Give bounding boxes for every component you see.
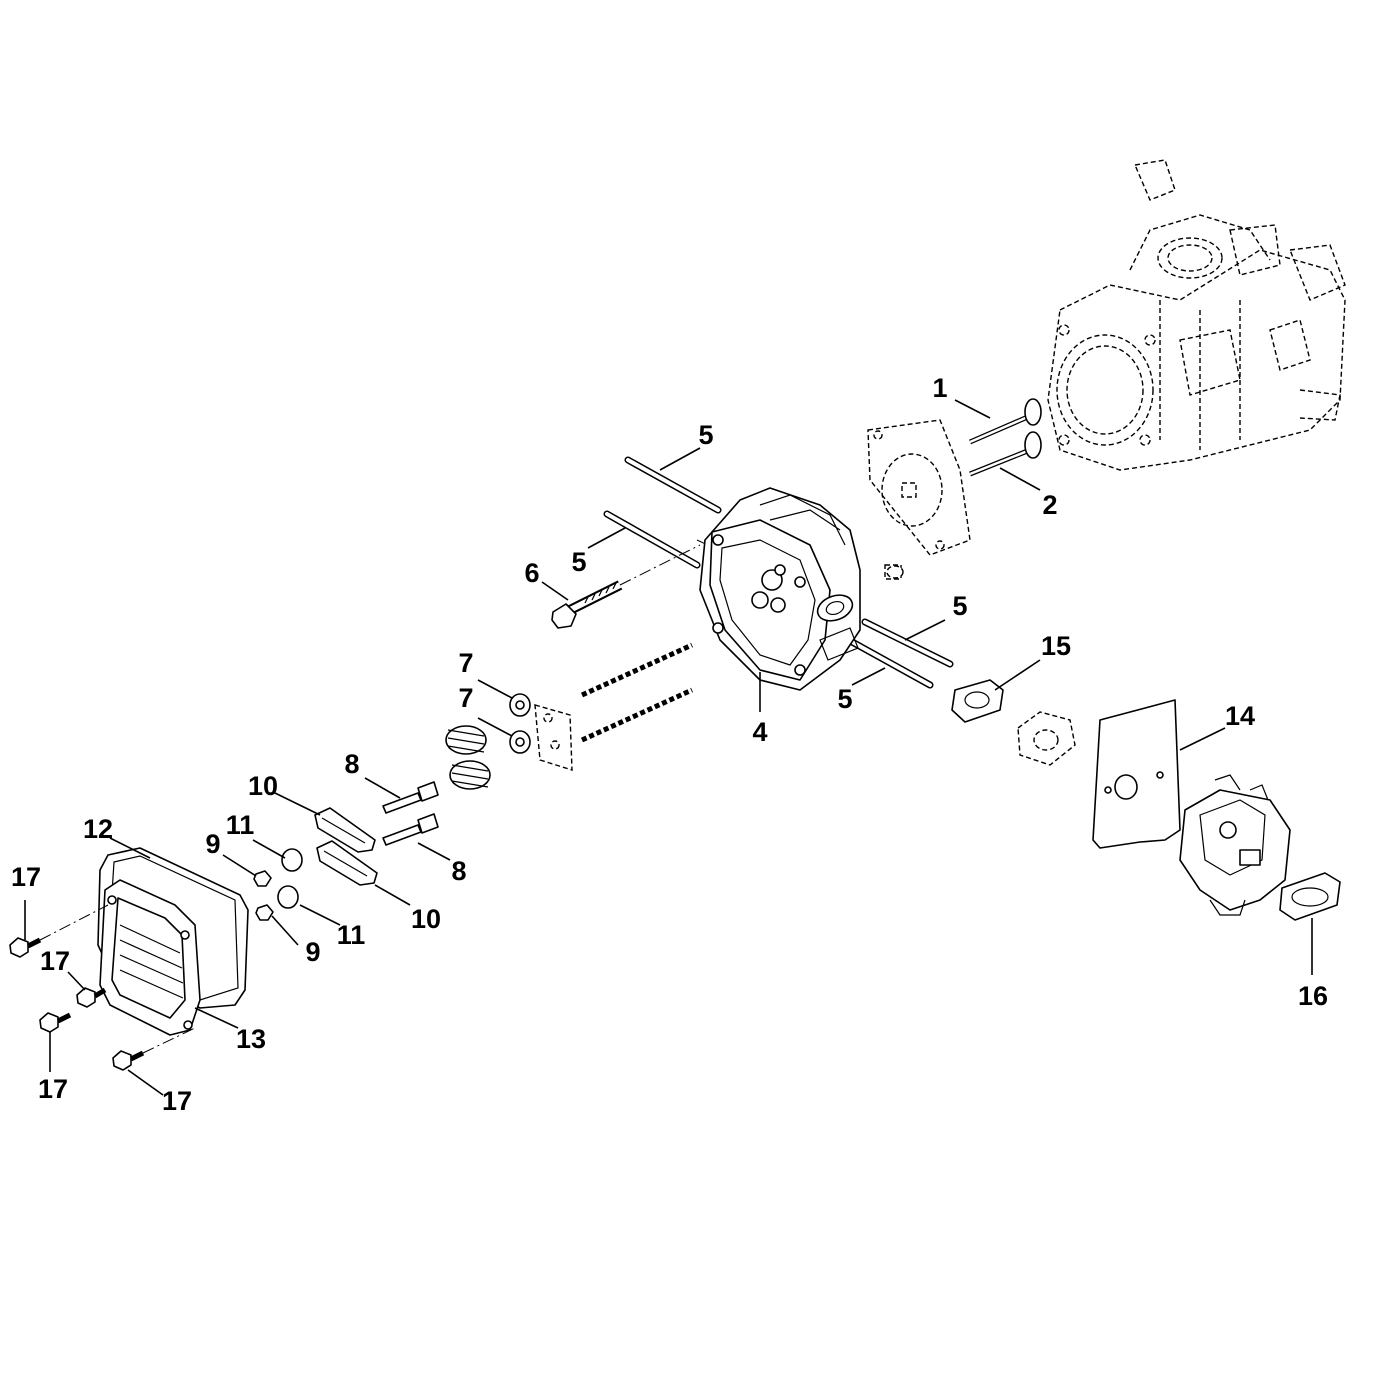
callout-5: 5 (952, 591, 967, 621)
callout-5: 5 (837, 684, 852, 714)
cover-screw (9, 937, 42, 958)
pushrod-reference (580, 642, 694, 743)
adjusting-nut (253, 870, 272, 887)
callout-7: 7 (458, 683, 473, 713)
engine-block-reference (1047, 159, 1346, 471)
cylinder-head-bolt (551, 580, 623, 629)
callout-5: 5 (571, 547, 586, 577)
callout-9: 9 (205, 829, 220, 859)
leader-lines (24, 399, 1313, 1096)
callout-8: 8 (451, 856, 466, 886)
callout-17: 17 (162, 1086, 192, 1116)
valve-spring (449, 760, 491, 790)
cylinder-head-stud (624, 456, 722, 514)
rocker-cover (99, 879, 201, 1036)
spring-retainer (509, 730, 531, 754)
rocker-arm (316, 840, 378, 886)
cylinder-head (699, 487, 861, 691)
heat-shield (1092, 699, 1181, 849)
rocker-pivot-stud (382, 813, 439, 846)
callout-6: 6 (524, 558, 539, 588)
callout-17: 17 (40, 946, 70, 976)
callout-4: 4 (752, 717, 767, 747)
rocker-pivot-ball (281, 848, 303, 872)
valve-intake (969, 431, 1042, 477)
callout-15: 15 (1041, 631, 1071, 661)
callout-13: 13 (236, 1024, 266, 1054)
callout-11: 11 (337, 920, 366, 950)
callout-10: 10 (248, 771, 278, 801)
valve-stem-seal (886, 565, 904, 579)
callout-10: 10 (411, 904, 441, 934)
rocker-pivot-ball (277, 885, 299, 909)
valve-exhaust (969, 398, 1042, 445)
carburetor-gasket (1279, 872, 1341, 921)
cylinder-head-stud (603, 510, 701, 569)
head-gasket-reference (867, 419, 971, 580)
intake-spacer-reference (1017, 711, 1076, 766)
callout-12: 12 (83, 814, 113, 844)
callout-5: 5 (698, 420, 713, 450)
callout-1: 1 (932, 373, 947, 403)
callout-14: 14 (1225, 701, 1255, 731)
intake-gasket (951, 679, 1004, 723)
cover-screw (76, 987, 107, 1008)
carburetor (1179, 774, 1291, 916)
cylinder-head-stud (841, 634, 934, 689)
callout-7: 7 (458, 648, 473, 678)
pushrod-guide-reference (534, 704, 573, 771)
callout-8: 8 (344, 749, 359, 779)
cover-screw (112, 1050, 145, 1071)
callout-16: 16 (1298, 981, 1328, 1011)
callout-labels: 1 2 4 5 5 5 5 6 7 7 8 8 9 9 10 10 11 11 … (11, 373, 1328, 1116)
callout-2: 2 (1042, 490, 1057, 520)
rocker-arm (314, 807, 376, 853)
adjusting-nut (255, 904, 274, 921)
callout-9: 9 (305, 937, 320, 967)
cylinder-head-stud (861, 618, 954, 668)
callout-17: 17 (11, 862, 41, 892)
callout-11: 11 (226, 810, 255, 840)
spring-retainer (509, 693, 531, 717)
cover-screw (39, 1012, 72, 1033)
valve-spring (445, 725, 487, 755)
callout-17: 17 (38, 1074, 68, 1104)
rocker-pivot-stud (382, 781, 439, 814)
